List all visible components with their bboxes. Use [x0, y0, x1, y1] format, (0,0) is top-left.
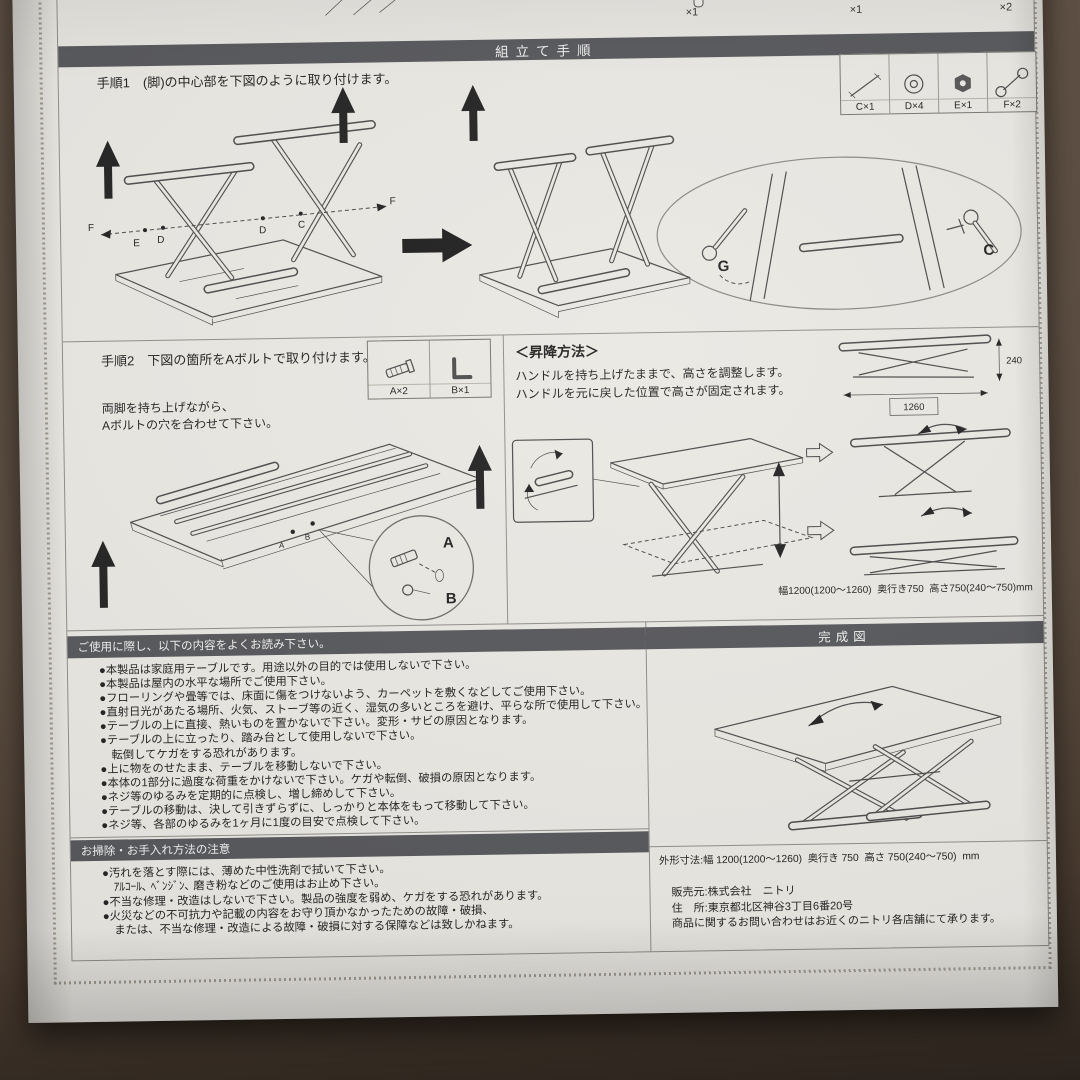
- hardware-item-f: F×2: [986, 52, 1037, 112]
- hardware-item-e: E×1: [937, 52, 988, 113]
- hollow-right-arrow-icon: [807, 520, 835, 541]
- bolt-c-icon: [848, 73, 882, 99]
- up-arrow-icon: [96, 140, 121, 199]
- handle-detail-inset: [511, 438, 595, 523]
- seller-address: 住 所:東京都北区神谷3丁目6番20号: [671, 899, 854, 915]
- hardware-box-cdef: C×1 D×4 E×1 F×2: [839, 51, 1038, 116]
- lift-small-diagram: 240 1260: [838, 334, 1022, 416]
- up-arrow-icon: [461, 84, 486, 141]
- step1-after-diagram: [461, 84, 691, 318]
- outer-dimensions-text: 外形寸法:幅 1200(1200～1260) 奥行き 750 高さ 750(24…: [658, 851, 980, 868]
- axis-label: D: [157, 235, 164, 246]
- parts-count-label: ×2: [999, 1, 1013, 14]
- assembly-header-label: 組立て手順: [494, 42, 598, 60]
- cleaning-bullet-list: ●汚れを落とす際には、薄めた中性洗剤で拭いて下さい。 ｱﾙｺｰﾙ､ ﾍﾞﾝｼﾞﾝ…: [102, 860, 549, 938]
- washer-icon: [904, 74, 924, 94]
- up-arrow-icon: [467, 444, 492, 509]
- axis-label: F: [88, 223, 94, 234]
- height-dimension-label: 240: [1006, 355, 1022, 366]
- content-frame: ×1 ×1 ×2 組立て手順 手順1 (脚)の中心部を下図のように取り付けます。…: [56, 0, 1050, 962]
- bolt-a-icon: [385, 358, 416, 378]
- axis-label: E: [133, 238, 140, 249]
- hex-key-icon: [451, 357, 473, 380]
- detail-label-small: A: [279, 541, 285, 550]
- detail-label-small: B: [305, 533, 310, 542]
- lift-state-lowered-diagram: [849, 506, 1019, 576]
- right-arrow-icon: [402, 228, 473, 263]
- lift-instruction-line2: ハンドルを元に戻した位置で高さが固定されます。: [515, 382, 791, 402]
- usage-bullet-list: ●本製品は家庭用テーブルです。用途以外の目的では使用しないで下さい。 ●本製品は…: [99, 655, 649, 833]
- magnifier-detail: [368, 515, 475, 621]
- hardware-item-b: B×1: [428, 339, 491, 398]
- axis-label: C: [298, 220, 305, 231]
- seller-block: 販売元:株式会社 ニトリ住 所:東京都北区神谷3丁目6番20号商品に関するお問い…: [671, 881, 1001, 933]
- step1-before-diagram: F E D D C F: [88, 86, 396, 326]
- hardware-item-label: F×2: [988, 97, 1037, 111]
- hardware-item-label: B×1: [429, 382, 491, 397]
- width-dimension-label: 1260: [903, 402, 924, 413]
- detail-label: G: [718, 258, 730, 275]
- detail-label: B: [446, 590, 457, 607]
- finished-table-diagram: [714, 685, 1002, 831]
- lift-size-caption: 幅1200(1200～1260) 奥行き750 高さ750(240～750)mm: [778, 582, 1033, 598]
- lift-section-title: ＜昇降方法＞: [514, 342, 600, 361]
- up-arrow-icon: [331, 86, 356, 144]
- paper-sheet: ×1 ×1 ×2 組立て手順 手順1 (脚)の中心部を下図のように取り付けます。…: [11, 0, 1059, 1024]
- axis-label: F: [390, 196, 396, 207]
- step2-diagram: A B A B: [91, 443, 492, 621]
- detail-label: A: [443, 534, 454, 551]
- contact-note: 商品に関するお問い合わせはお近くのニトリ各店舗にて承ります。: [671, 912, 1001, 930]
- hardware-item-a: A×2: [368, 341, 430, 399]
- cleaning-header: お掃除・お手入れ方法の注意: [80, 843, 231, 858]
- parts-count-label: ×1: [849, 3, 863, 16]
- hardware-item-label: D×4: [890, 98, 939, 113]
- hardware-item-label: A×2: [368, 383, 430, 398]
- finished-figure-header: 完成図: [818, 629, 871, 645]
- hardware-box-ab: A×2 B×1: [366, 338, 492, 400]
- seller-name: 販売元:株式会社 ニトリ: [671, 884, 796, 899]
- up-arrow-icon: [91, 540, 116, 608]
- hardware-item-label: E×1: [939, 97, 988, 112]
- wrench-icon: [995, 67, 1029, 98]
- lift-main-diagram: [511, 438, 814, 577]
- detail-label: C: [983, 242, 994, 259]
- hardware-item-c: C×1: [840, 54, 890, 114]
- parts-count-label: ×1: [685, 6, 699, 19]
- detail-oval: G C: [656, 156, 1022, 310]
- hollow-right-arrow-icon: [806, 442, 834, 463]
- usage-warning-header: ご使用に際し、以下の内容をよくお読み下さい。: [77, 638, 331, 655]
- lift-state-raised-diagram: [849, 423, 1011, 498]
- step2-note-line1: 両脚を持ち上げながら、: [101, 399, 234, 416]
- axis-label: D: [259, 225, 266, 236]
- finished-figure-band: 完成図: [645, 621, 1044, 650]
- hardware-item-d: D×4: [888, 53, 939, 114]
- partial-diagram-scrap: [325, 0, 398, 16]
- nut-icon: [954, 74, 971, 93]
- hardware-item-label: C×1: [841, 99, 890, 114]
